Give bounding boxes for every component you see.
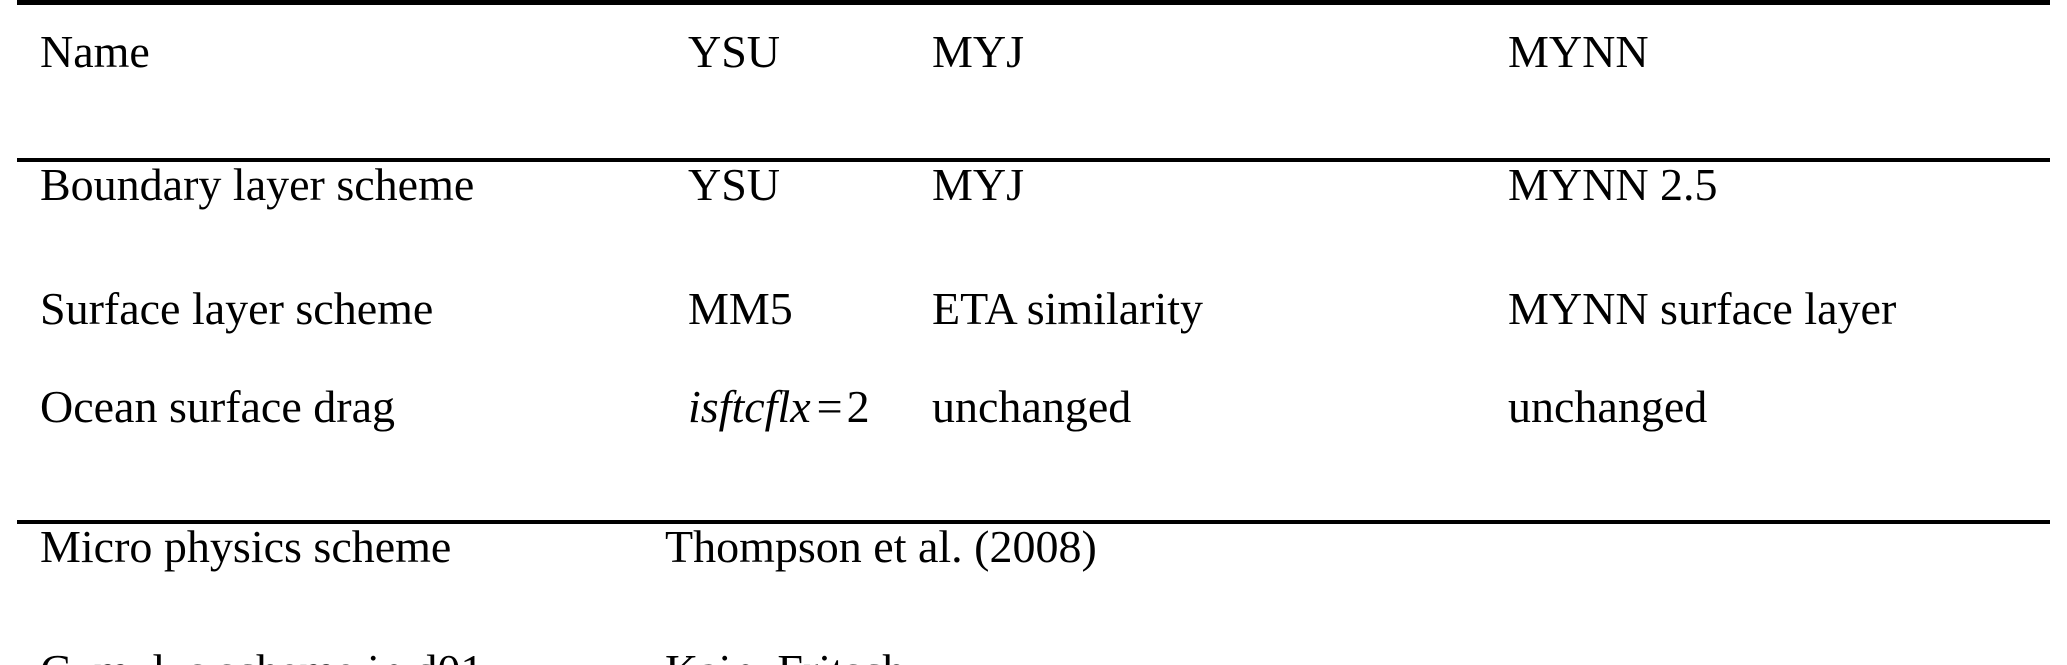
table-row: Boundary layer scheme YSU MYJ MYNN 2.5 [17,162,2050,286]
cell-text: Cumulus scheme in d01 [17,648,665,665]
header-spacer [17,75,2050,160]
cell-text: Micro physics scheme [40,521,452,572]
header-cell-myj: MYJ [909,29,1485,75]
row-label-micro-physics-scheme: Micro physics scheme [17,524,665,648]
row-value-ysu-boundary-layer: YSU [665,162,909,286]
cell-text: MYNN surface layer [1508,283,1897,334]
row-value-ysu-ocean-surface-drag: isftcflx=2 [665,384,909,482]
table-row: Micro physics scheme Thompson et al. (20… [17,524,2050,648]
row-label-ocean-surface-drag: Ocean surface drag [17,384,665,482]
row-value-mynn-surface-layer: MYNN surface layer [1485,286,2050,384]
cell-text: MM5 [688,283,793,334]
table-container: Name YSU MYJ MYNN [17,0,2050,665]
row-label-boundary-layer-scheme: Boundary layer scheme [17,162,665,286]
table-section-upper: Boundary layer scheme YSU MYJ MYNN 2.5 [17,158,2050,522]
table-row: Ocean surface drag isftcflx=2 unchanged … [17,384,2050,482]
header-label-ysu: YSU [688,26,781,77]
upper-section-spacer-row [17,482,2050,522]
header-label-myj: MYJ [932,26,1025,77]
row-value-myj-boundary-layer: MYJ [909,162,1485,286]
table-row: Cumulus scheme in d01 Kain–Fritsch [17,648,2050,665]
cell-text: unchanged [932,381,1132,432]
isftcflx-value: 2 [846,381,870,432]
table-row: Surface layer scheme MM5 ETA similarity … [17,286,2050,384]
header-cell-ysu: YSU [665,29,909,75]
physics-configuration-table: Name YSU MYJ MYNN [17,0,2050,665]
row-label-surface-layer-scheme: Surface layer scheme [17,286,665,384]
header-cell-name: Name [17,29,665,75]
equals-sign: = [816,381,843,432]
cell-text: Surface layer scheme [40,283,434,334]
row-label-cumulus-scheme-d01: Cumulus scheme in d01 [17,648,665,665]
header-row: Name YSU MYJ MYNN [17,29,2050,75]
cell-text: Thompson et al. (2008) [665,521,1097,572]
cell-text: ETA similarity [932,283,1204,334]
top-rule-row [17,0,2050,29]
isftcflx-parameter-name: isftcflx [688,381,811,432]
row-value-myj-ocean-surface-drag: unchanged [909,384,1485,482]
cell-text: unchanged [1508,381,1708,432]
cell-text: YSU [688,159,781,210]
cell-text: MYJ [932,159,1025,210]
row-value-merged-cumulus-scheme: Kain–Fritsch [665,648,2050,665]
cell-text: Boundary layer scheme [40,159,475,210]
row-value-mynn-ocean-surface-drag: unchanged [1485,384,2050,482]
header-cell-mynn: MYNN [1485,29,2050,75]
header-label-name: Name [40,26,150,77]
row-value-mynn-boundary-layer: MYNN 2.5 [1485,162,2050,286]
cell-text: Ocean surface drag [40,381,395,432]
isftcflx-expression: isftcflx=2 [665,384,909,430]
row-value-myj-surface-layer: ETA similarity [909,286,1485,384]
header-spacer-row [17,75,2050,160]
table-head-group: Name YSU MYJ MYNN [17,0,2050,161]
top-rule [17,0,2050,29]
cell-text: Kain–Fritsch [665,648,2050,665]
row-value-merged-micro-physics: Thompson et al. (2008) [665,524,2050,648]
table-section-lower: Micro physics scheme Thompson et al. (20… [17,520,2050,665]
upper-section-spacer [17,482,2050,522]
row-value-ysu-surface-layer: MM5 [665,286,909,384]
header-label-mynn: MYNN [1508,26,1649,77]
cell-text: MYNN 2.5 [1508,159,1718,210]
